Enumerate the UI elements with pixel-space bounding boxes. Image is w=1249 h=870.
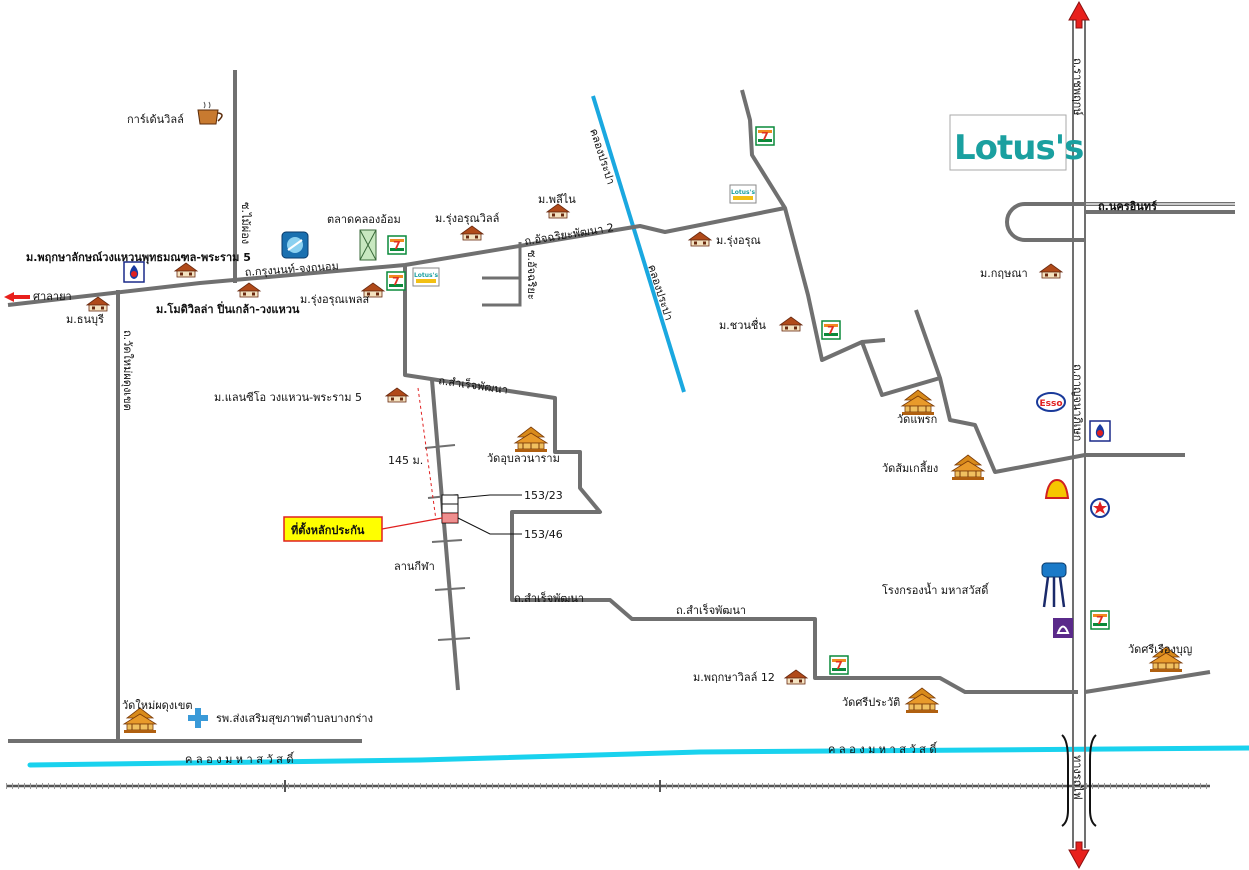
samret-road-upper xyxy=(403,265,1078,694)
west-arrow-icon xyxy=(4,292,30,302)
market-icon xyxy=(281,231,309,259)
samret-right-label: ถ.สำเร็จพัฒนา xyxy=(676,603,746,617)
wat-upalawan-label: วัดอุบลวนาราม xyxy=(487,452,560,465)
wat-phraek-label: วัดแพรก xyxy=(897,413,937,426)
chuanchuen-label: ม.ชวนชื่น xyxy=(719,317,766,332)
house-icon xyxy=(460,225,484,241)
water-tower-label: โรงกรองน้ำ มหาสวัสดิ์ xyxy=(882,582,990,597)
caltex-icon xyxy=(1090,498,1110,518)
acharaya-road-label: ถ.อัจฉริยะพัฒนา 2 xyxy=(523,221,614,248)
north-arrow-icon xyxy=(1068,0,1090,29)
seven-eleven-icon xyxy=(755,126,775,146)
distance-label: 145 ม. xyxy=(388,454,423,467)
chuanchuen-road xyxy=(740,89,1185,474)
address-153-23: 153/23 xyxy=(524,489,563,502)
seven-eleven-icon xyxy=(821,320,841,340)
rungarun-place-label: ม.รุ่งอรุณเพลส xyxy=(300,293,369,306)
svg-text:Lotus's: Lotus's xyxy=(954,128,1083,168)
rungarun-ville-label: ม.รุ่งอรุณวิลล์ xyxy=(435,212,499,225)
sport-field-road xyxy=(430,379,460,691)
pruksa-village-label: ม.โมดิวิลล่า ปิ่นเกล้า-วงแหวน xyxy=(156,301,300,316)
ptt-station-icon xyxy=(1089,420,1111,442)
south-arrow-icon xyxy=(1068,841,1090,870)
esso-icon: Esso xyxy=(1036,392,1066,412)
house-icon xyxy=(237,282,261,298)
ptt-station-icon xyxy=(123,261,145,283)
temple-icon xyxy=(905,687,939,714)
house-icon xyxy=(779,316,803,332)
railway-label: ทางรถไฟ xyxy=(1071,755,1084,800)
shell-icon xyxy=(1044,478,1070,499)
lotus-store-icon xyxy=(412,267,440,287)
house-icon xyxy=(174,262,198,278)
krisana-label: ม.กฤษณา xyxy=(980,267,1028,280)
sri-ruang-road xyxy=(1084,670,1211,694)
seven-eleven-icon xyxy=(829,655,849,675)
temple-icon xyxy=(514,426,548,453)
hospital-label: รพ.ส่งเสริมสุขภาพตำบลบางกร่าง xyxy=(216,712,373,725)
house-icon xyxy=(1039,263,1063,279)
chuanchuen-branch xyxy=(861,338,886,344)
site-box xyxy=(283,516,383,542)
water-tower-icon xyxy=(1041,562,1067,608)
pruksa-12-label: ม.พฤกษาวิลล์ 12 xyxy=(693,671,775,684)
wat-sumkliang-label: วัดส้มเกลี้ยง xyxy=(882,460,938,475)
ladya-label: ศาลายา xyxy=(33,290,72,303)
temple-icon xyxy=(901,389,935,416)
ratchaphruek-label: ถ.ราชพฤกษ์ xyxy=(1071,58,1084,116)
krungnon-road xyxy=(7,206,786,307)
pruksa-5-label: ม.พฤกษาลักษณ์วงแหวนพุทธมณฑล-พระราม 5 xyxy=(26,251,251,265)
soi-side-label: ซ.อัจฉริยะ xyxy=(525,250,538,300)
house-icon xyxy=(86,296,110,312)
railway-line xyxy=(6,780,1210,792)
klong-market-icon xyxy=(359,229,377,261)
klong-prapa-mid-label: คลองประปา xyxy=(645,263,675,322)
site-marker xyxy=(441,494,459,524)
samret-top-label: ถ.สำเร็จพัฒนา xyxy=(438,373,509,397)
klong-prapa-canal xyxy=(591,95,686,393)
kanchanaphisek-highway xyxy=(1061,20,1097,848)
rungarun-label: ม.รุ่งอรุณ xyxy=(716,234,761,247)
distance-line xyxy=(417,387,437,521)
seven-eleven-icon xyxy=(1090,610,1110,630)
seven-eleven-icon xyxy=(387,235,407,255)
samret-left-label: ถ.สำเร็จพัฒนา xyxy=(514,591,584,605)
house-icon xyxy=(688,231,712,247)
house-icon xyxy=(784,669,808,685)
wat-mai-pha-label: วัดใหม่ผดุงเขต xyxy=(122,699,193,712)
temple-icon xyxy=(951,454,985,481)
address-153-46: 153/46 xyxy=(524,528,563,541)
svg-text:Esso: Esso xyxy=(1039,399,1062,409)
lotus-store-icon xyxy=(729,184,757,204)
klong-market-label: ตลาดคลองอ้อม xyxy=(327,213,401,226)
wat-mai-road-label: ถ.วัดใหม่ผดุงเขต xyxy=(121,330,134,411)
house-icon xyxy=(385,387,409,403)
garden-ville-label: การ์เด้นวิลล์ xyxy=(127,113,184,126)
coffee-icon xyxy=(197,101,223,125)
site-label: ที่ตั้งหลักประกัน xyxy=(291,522,365,537)
klong-mahasawat-left-label: ค ล อ ง ม ห า ส วั ส ดิ์ xyxy=(185,751,295,766)
wat-sri-ruang-label: วัดศรีเรืองบุญ xyxy=(1128,643,1192,656)
kanchana-label: ถ.กาญจนาภิเษก xyxy=(1071,364,1084,441)
klong-mahasawat-canal xyxy=(27,745,1249,768)
nakorn-in-label: ถ.นครอินทร์ xyxy=(1098,200,1157,213)
muban-soi-label: ซ.ไม้ผ่อง xyxy=(239,202,252,244)
seven-eleven-icon xyxy=(386,271,406,291)
side-soi xyxy=(482,242,522,307)
sport-field-label: ลานกีฬา xyxy=(394,560,435,573)
thanaburi-label: ม.ธนบุรี xyxy=(66,313,104,326)
hospital-icon xyxy=(188,708,208,728)
house-icon xyxy=(546,203,570,219)
lotus-brand-logo: Lotus's xyxy=(949,114,1084,171)
klong-mahasawat-right-label: ค ล อ ง ม ห า ส วั ส ดิ์ xyxy=(828,741,938,756)
lanceo-label: ม.แลนซีโอ วงแหวน-พระราม 5 xyxy=(214,390,362,404)
plinine-label: ม.พลีไน xyxy=(538,193,576,206)
bank-icon xyxy=(1053,618,1073,638)
wat-sriprawat-label: วัดศรีประวัติ xyxy=(842,696,900,709)
